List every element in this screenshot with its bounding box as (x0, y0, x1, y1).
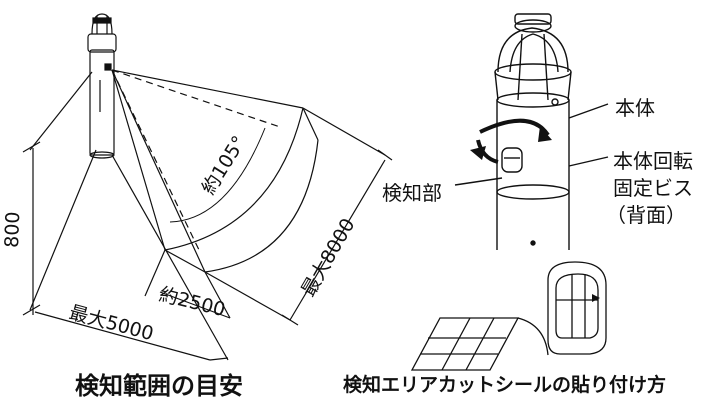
width-max-label: 最大5000 (67, 302, 156, 346)
rotation-screw-back-label: （背面） (606, 203, 686, 227)
dimension-lines (22, 71, 393, 361)
sensor-unit-drawing (454, 13, 609, 250)
sensor-pole (87, 13, 117, 159)
detection-area-fan (111, 69, 319, 273)
offset-label: 約2500 (157, 284, 228, 322)
body-label: 本体 (615, 96, 655, 120)
seal-application-drawing (410, 261, 607, 371)
angle-label: 約105° (198, 132, 251, 199)
rotation-screw-label-line1: 本体回転 (613, 149, 693, 173)
height-label: 800 (1, 211, 24, 248)
rotation-screw-label-line2: 固定ビス (613, 176, 693, 200)
detector-label: 検知部 (382, 181, 442, 205)
radius-max-label: 最大8000 (297, 215, 359, 301)
detection-range-caption: 検知範囲の目安 (75, 372, 243, 400)
seal-method-caption: 検知エリアカットシールの貼り付け方 (343, 374, 667, 396)
